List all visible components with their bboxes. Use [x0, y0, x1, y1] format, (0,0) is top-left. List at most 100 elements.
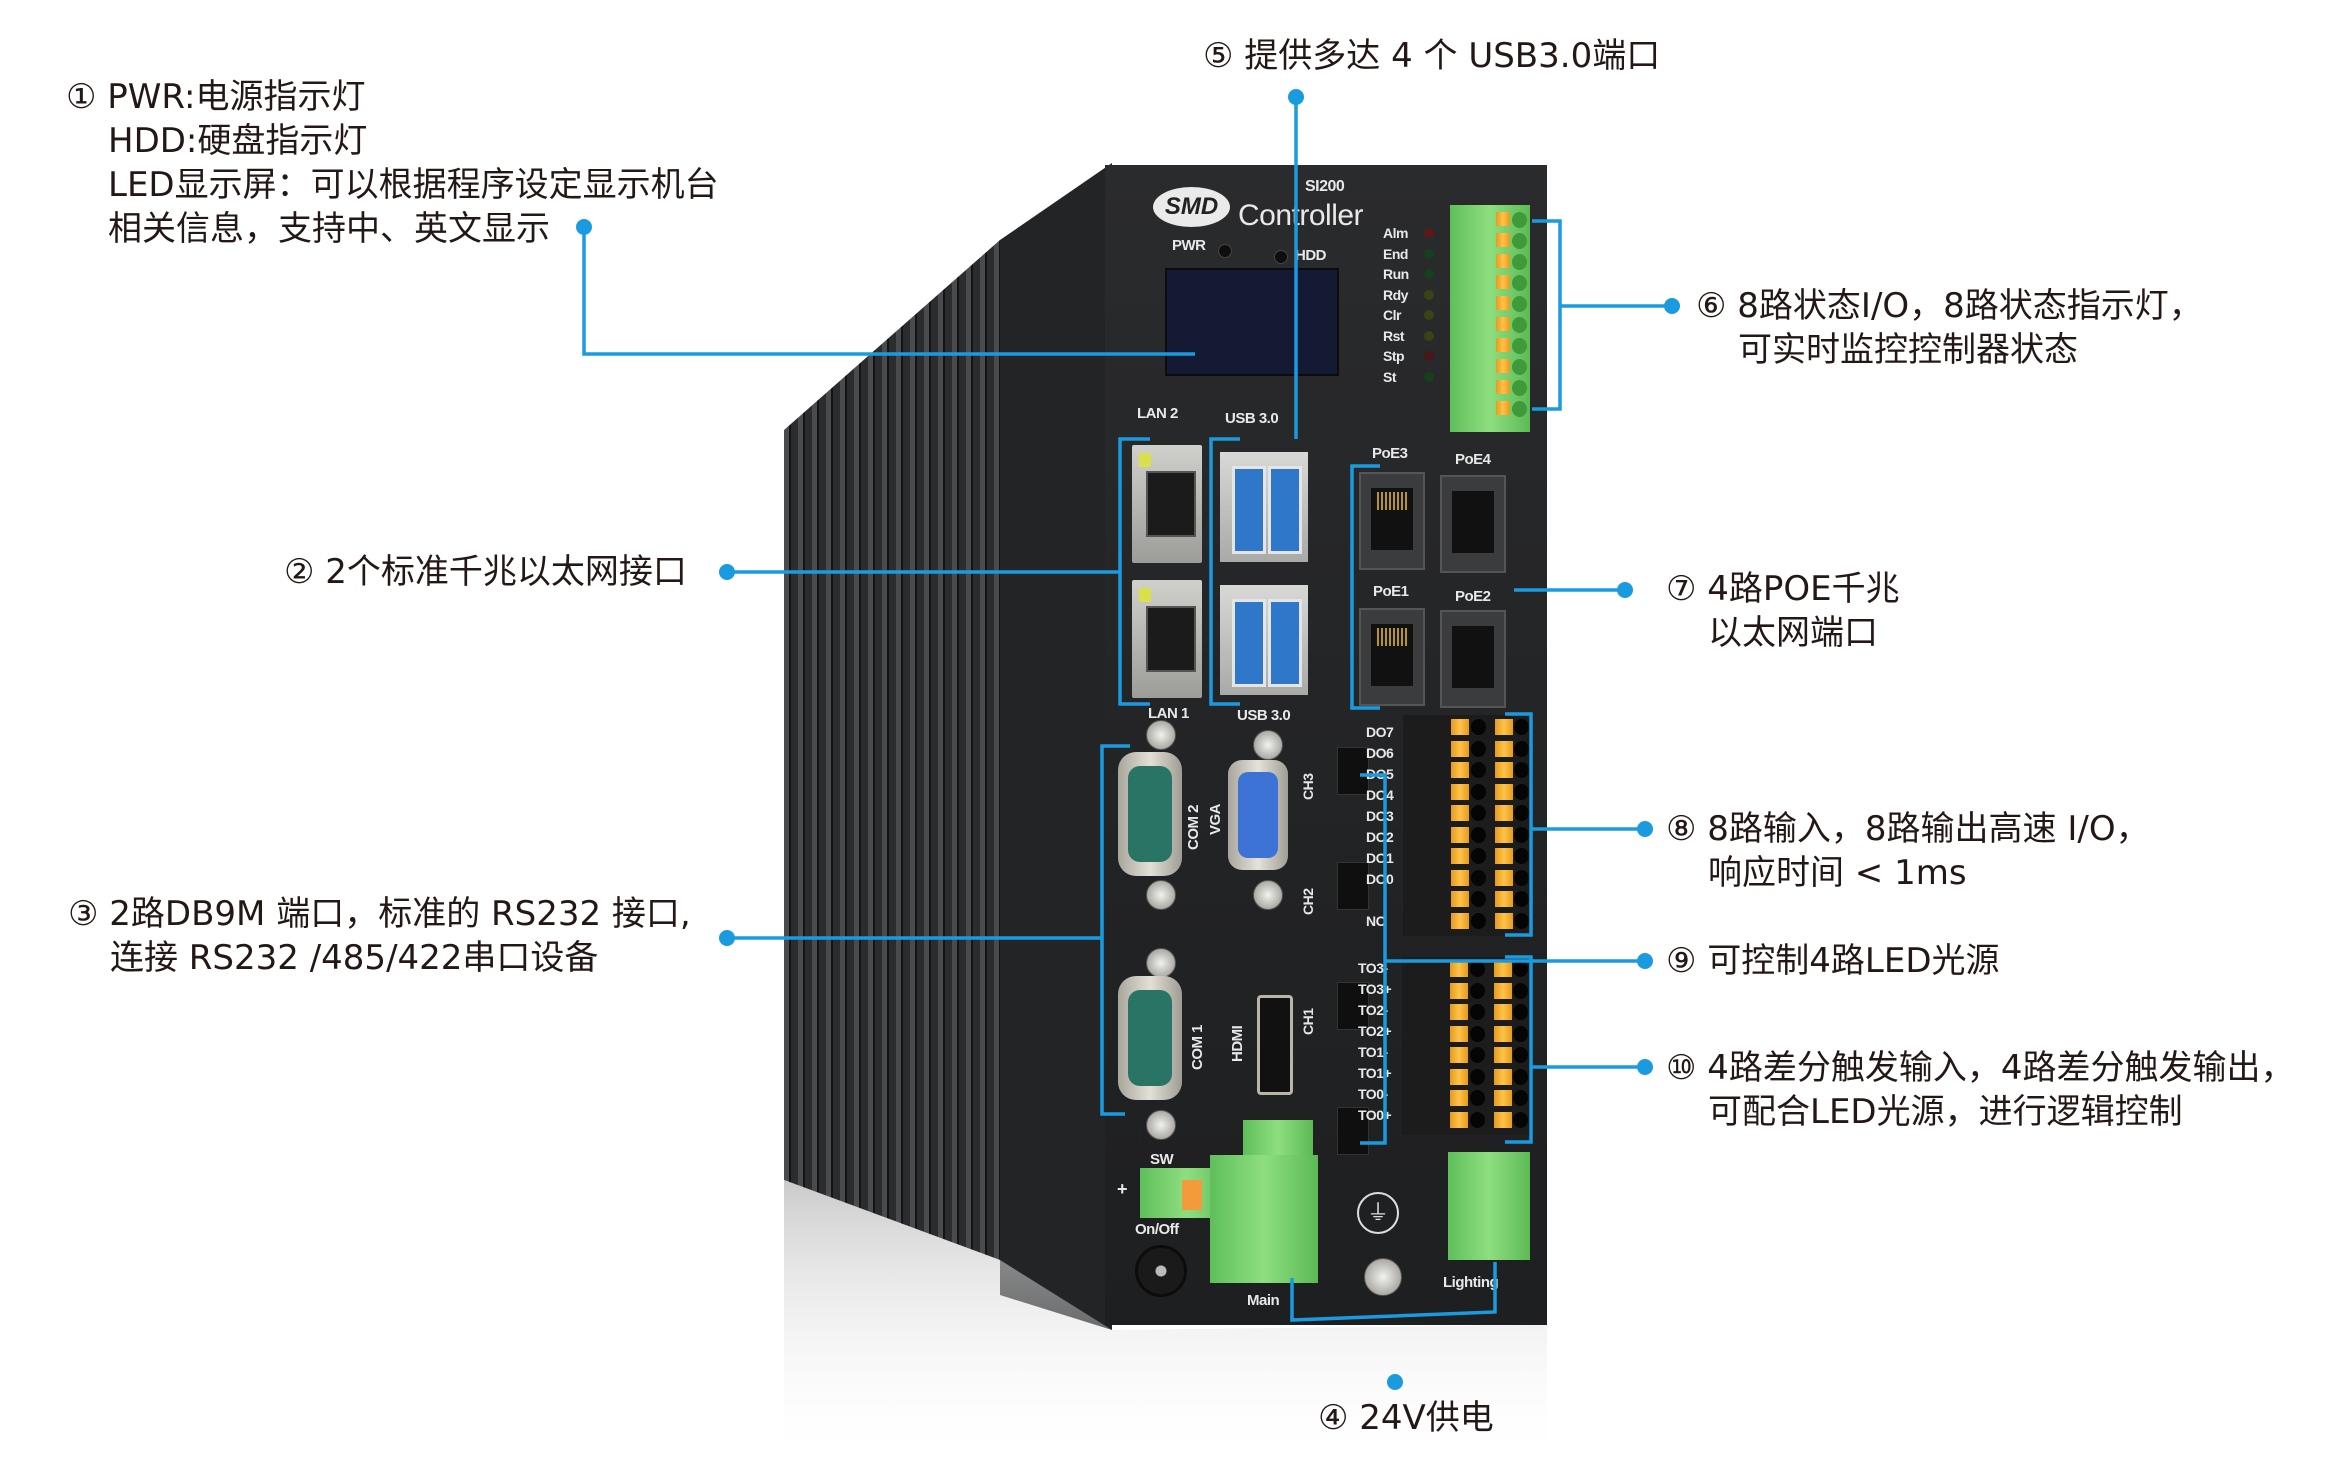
- terminal-pin[interactable]: [1496, 212, 1510, 226]
- terminal-pin[interactable]: [1496, 233, 1510, 247]
- terminal-pin[interactable]: [1494, 961, 1512, 977]
- vga-label: VGA: [1207, 803, 1224, 835]
- product-name: Controller: [1238, 199, 1364, 232]
- terminal-pin[interactable]: [1451, 762, 1469, 778]
- terminal-hole: [1471, 891, 1486, 907]
- terminal-pin[interactable]: [1494, 1090, 1512, 1106]
- usb-port-1[interactable]: [1220, 452, 1308, 562]
- vga-port[interactable]: [1228, 760, 1288, 870]
- status-led-icon: [1424, 269, 1434, 279]
- status-led-icon: [1424, 371, 1434, 382]
- do-label: NC: [1366, 913, 1386, 929]
- com2-screw-icon: [1146, 720, 1176, 750]
- light-channel-connector[interactable]: [1337, 862, 1369, 910]
- terminal-pin[interactable]: [1494, 1111, 1512, 1128]
- terminal-pin[interactable]: [1495, 783, 1513, 800]
- ground-screw-icon: [1364, 1258, 1402, 1296]
- terminal-pin[interactable]: [1496, 254, 1510, 268]
- terminal-hole: [1470, 1068, 1485, 1085]
- poe2-port[interactable]: [1440, 610, 1506, 708]
- terminal-hole: [1471, 719, 1486, 735]
- terminal-pin[interactable]: [1450, 961, 1468, 977]
- com2-label: COM 2: [1185, 804, 1202, 850]
- terminal-pin[interactable]: [1494, 1068, 1512, 1085]
- to-label: TO0-: [1358, 1086, 1388, 1102]
- com2-port[interactable]: [1118, 752, 1182, 876]
- terminal-pin[interactable]: [1495, 719, 1513, 735]
- terminal-pin[interactable]: [1494, 1047, 1512, 1063]
- power-button[interactable]: [1135, 1245, 1187, 1297]
- terminal-pin[interactable]: [1496, 359, 1510, 373]
- callout-5: ⑤ 提供多达 4 个 USB3.0端口: [1203, 34, 1660, 78]
- terminal-pin[interactable]: [1494, 1025, 1512, 1042]
- main-power-connector[interactable]: [1210, 1155, 1318, 1283]
- terminal-pin[interactable]: [1495, 912, 1513, 929]
- terminal-pin[interactable]: [1451, 869, 1469, 886]
- terminal-pin[interactable]: [1495, 762, 1513, 778]
- terminal-pin[interactable]: [1494, 1004, 1512, 1020]
- terminal-pin[interactable]: [1495, 805, 1513, 821]
- terminal-pin[interactable]: [1450, 982, 1468, 999]
- lighting-power-connector[interactable]: [1448, 1152, 1530, 1260]
- terminal-pin[interactable]: [1494, 982, 1512, 999]
- terminal-hole: [1512, 212, 1527, 228]
- usb-port-2[interactable]: [1220, 585, 1308, 695]
- terminal-pin[interactable]: [1495, 848, 1513, 864]
- terminal-pin[interactable]: [1450, 1025, 1468, 1042]
- terminal-pin[interactable]: [1496, 275, 1510, 289]
- hdmi-port[interactable]: [1257, 995, 1293, 1095]
- lan2-port[interactable]: [1132, 445, 1202, 563]
- light-channel-connector[interactable]: [1337, 747, 1369, 795]
- status-led-label: St: [1383, 368, 1397, 385]
- terminal-pin[interactable]: [1451, 719, 1469, 735]
- terminal-hole: [1514, 869, 1529, 886]
- terminal-pin[interactable]: [1495, 869, 1513, 886]
- terminal-hole: [1514, 848, 1529, 864]
- terminal-hole: [1471, 848, 1486, 864]
- terminal-pin[interactable]: [1451, 891, 1469, 907]
- status-led-label: Stp: [1383, 348, 1405, 364]
- terminal-pin[interactable]: [1451, 783, 1469, 800]
- hdmi-label: HDMI: [1229, 1025, 1246, 1062]
- terminal-hole: [1514, 826, 1529, 843]
- terminal-pin[interactable]: [1496, 317, 1510, 331]
- terminal-pin[interactable]: [1451, 848, 1469, 864]
- brand-logo-text: SMD: [1164, 193, 1219, 220]
- poe4-port[interactable]: [1440, 475, 1506, 573]
- lan1-port[interactable]: [1132, 580, 1202, 698]
- terminal-pin[interactable]: [1496, 401, 1510, 415]
- status-led-icon: [1424, 330, 1434, 341]
- lan1-label: LAN 1: [1148, 705, 1189, 722]
- terminal-pin[interactable]: [1451, 826, 1469, 843]
- terminal-hole: [1513, 1025, 1528, 1042]
- terminal-pin[interactable]: [1496, 338, 1510, 352]
- callout-7-line: 以太网端口: [1708, 613, 1878, 653]
- poe3-port[interactable]: [1359, 472, 1425, 570]
- poe1-port[interactable]: [1359, 608, 1425, 706]
- terminal-pin[interactable]: [1450, 1111, 1468, 1128]
- callout-dot-9: [1637, 953, 1653, 969]
- com1-port[interactable]: [1118, 976, 1182, 1100]
- terminal-hole: [1512, 233, 1527, 249]
- terminal-pin[interactable]: [1495, 740, 1513, 757]
- terminal-pin[interactable]: [1450, 1004, 1468, 1020]
- terminal-pin[interactable]: [1495, 891, 1513, 907]
- terminal-pin[interactable]: [1451, 805, 1469, 821]
- terminal-pin[interactable]: [1451, 912, 1469, 929]
- terminal-hole: [1512, 317, 1527, 333]
- terminal-pin[interactable]: [1450, 1090, 1468, 1106]
- terminal-hole: [1470, 1004, 1485, 1020]
- terminal-pin[interactable]: [1496, 296, 1510, 310]
- terminal-pin[interactable]: [1450, 1068, 1468, 1085]
- status-led-label: Rst: [1383, 327, 1405, 344]
- status-led-icon: [1424, 289, 1434, 300]
- callout-dot-5: [1288, 89, 1304, 105]
- reflection: [784, 1180, 1547, 1466]
- terminal-pin[interactable]: [1450, 1047, 1468, 1063]
- terminal-pin[interactable]: [1495, 826, 1513, 843]
- terminal-pin[interactable]: [1451, 740, 1469, 757]
- status-led-icon: [1424, 310, 1434, 320]
- terminal-pin[interactable]: [1496, 380, 1510, 394]
- heatsink-fins: [784, 240, 1000, 1260]
